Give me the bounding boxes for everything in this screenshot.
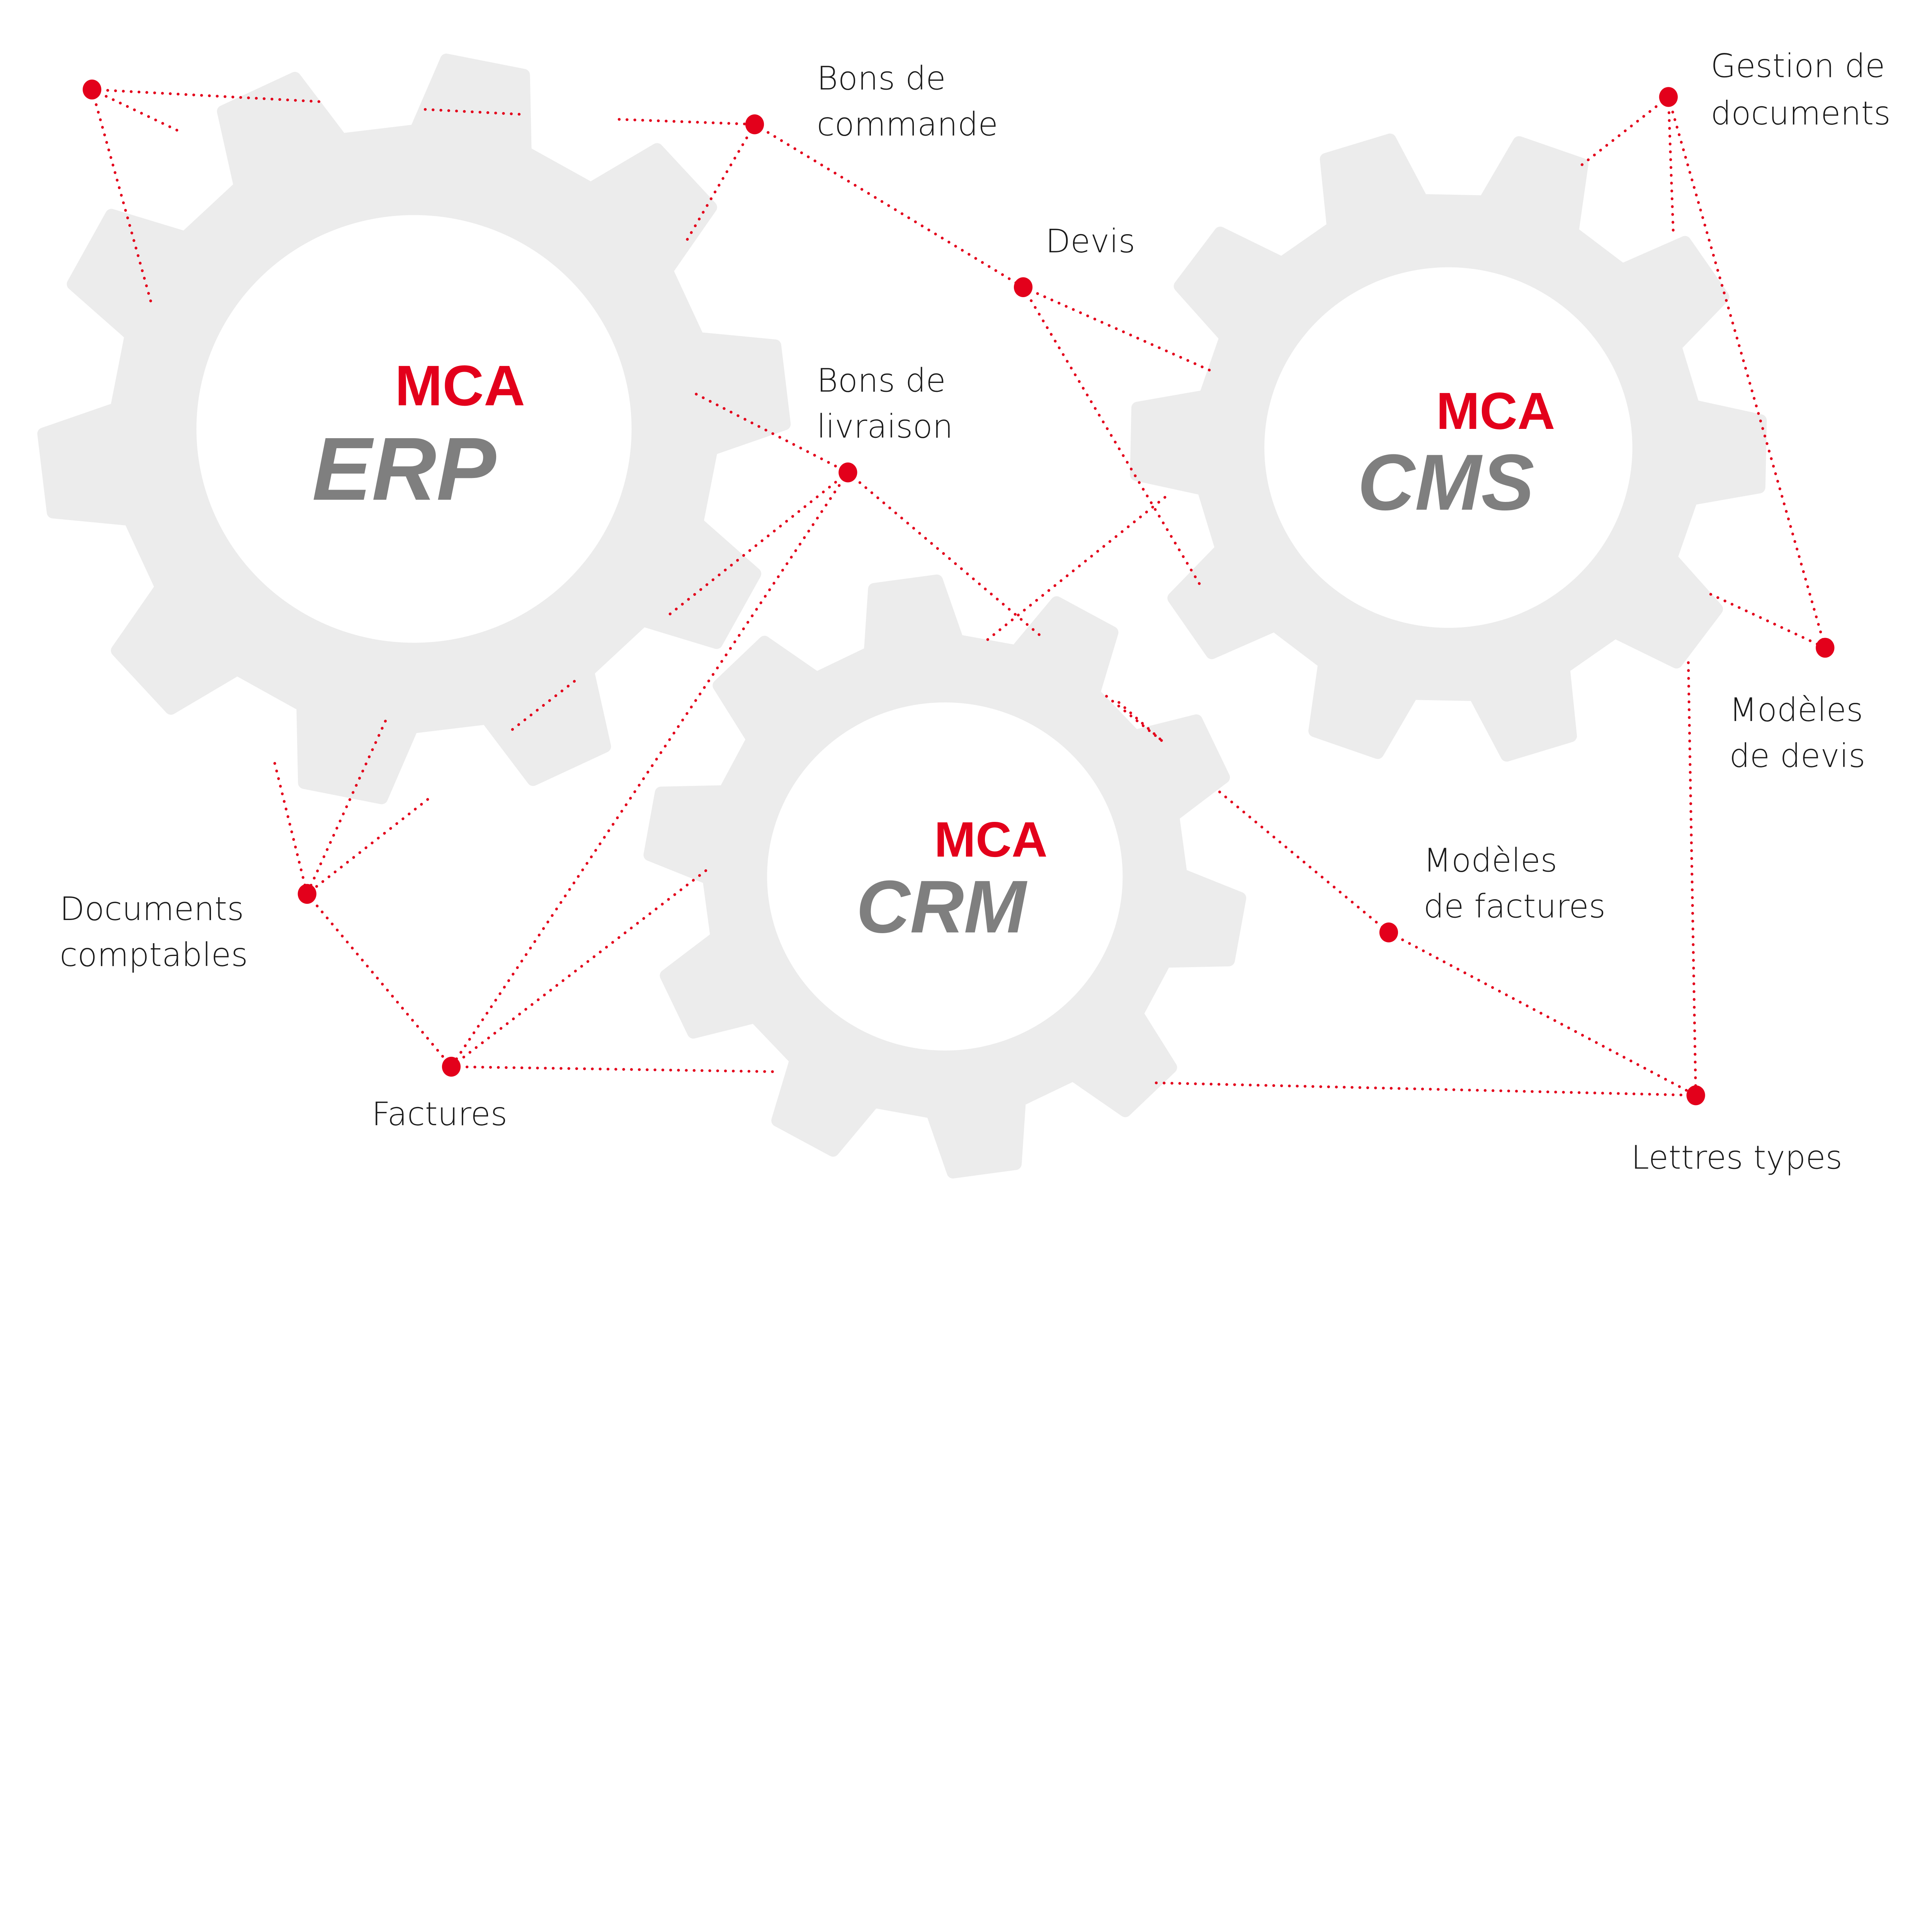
dotted-connector bbox=[663, 471, 849, 619]
label-documents-comptables: Documents comptables bbox=[60, 890, 248, 974]
erp-logo: MCA ERP bbox=[312, 354, 525, 519]
dotted-connector bbox=[1667, 95, 1827, 649]
label-gestion-documents: Gestion de documents bbox=[1711, 47, 1891, 132]
label-line: livraison bbox=[817, 408, 953, 446]
label-line: Bons de bbox=[817, 362, 946, 400]
dotted-connector bbox=[1687, 661, 1697, 1097]
dotted-connector bbox=[306, 719, 387, 895]
label-line: Bons de bbox=[817, 60, 946, 97]
crm-logo: MCA CRM bbox=[856, 812, 1048, 948]
node-top-left bbox=[82, 79, 102, 100]
dotted-connector bbox=[306, 892, 453, 1068]
label-line: documents bbox=[1711, 94, 1891, 132]
dotted-connector bbox=[306, 798, 429, 895]
connection-nodes bbox=[82, 79, 1835, 1105]
cms-brand-text: MCA bbox=[1436, 382, 1555, 440]
cms-product-text: CMS bbox=[1357, 438, 1534, 527]
crm-product-text: CRM bbox=[856, 865, 1028, 948]
label-line: Gestion de bbox=[1711, 47, 1885, 85]
label-bons-commande: Bons de commande bbox=[817, 60, 998, 143]
label-lettres-types: Lettres types bbox=[1631, 1138, 1842, 1176]
cms-logo: MCA CMS bbox=[1357, 382, 1555, 527]
diagram-svg: MCA ERP MCA CMS MCA CRM Bons de commande… bbox=[37, 47, 1891, 1179]
label-line: Modèles bbox=[1423, 841, 1557, 879]
label-line: Factures bbox=[372, 1095, 507, 1133]
label-line: Lettres types bbox=[1631, 1138, 1842, 1176]
dotted-connector bbox=[1667, 95, 1675, 238]
erp-product-text: ERP bbox=[312, 419, 497, 519]
node-bons-commande bbox=[745, 114, 764, 134]
label-line: comptables bbox=[60, 936, 248, 974]
node-factures bbox=[442, 1056, 461, 1077]
dotted-connector bbox=[450, 471, 849, 1068]
label-modeles-factures: Modèles de factures bbox=[1423, 841, 1605, 925]
dotted-connector bbox=[1218, 791, 1390, 934]
connection-lines bbox=[90, 88, 1827, 1097]
label-line: Modèles bbox=[1730, 691, 1863, 729]
dotted-connector bbox=[90, 88, 182, 133]
dotted-connector bbox=[981, 496, 1167, 646]
diagram-canvas: MCA ERP MCA CMS MCA CRM Bons de commande… bbox=[37, 47, 1891, 1179]
cms-hub bbox=[1264, 267, 1633, 628]
node-documents-comptables bbox=[298, 884, 316, 904]
dotted-connector bbox=[273, 762, 309, 895]
label-line: de factures bbox=[1423, 888, 1605, 925]
dotted-connector bbox=[695, 393, 849, 474]
dotted-connector bbox=[1575, 95, 1670, 171]
label-factures: Factures bbox=[372, 1095, 507, 1133]
dotted-connector bbox=[450, 1065, 775, 1073]
node-devis bbox=[1014, 277, 1033, 297]
label-line: Documents bbox=[60, 890, 244, 928]
crm-hub bbox=[767, 702, 1123, 1051]
label-modeles-devis: Modèles de devis bbox=[1730, 691, 1866, 775]
crm-brand-text: MCA bbox=[934, 812, 1048, 867]
dotted-connector bbox=[1387, 931, 1697, 1097]
node-lettres-types bbox=[1686, 1085, 1705, 1105]
node-modeles-factures bbox=[1379, 922, 1398, 942]
dotted-connector bbox=[450, 865, 713, 1068]
erp-hub bbox=[196, 215, 632, 643]
dotted-connector bbox=[685, 123, 756, 243]
dotted-connector bbox=[617, 118, 756, 126]
label-line: de devis bbox=[1730, 737, 1866, 775]
node-modeles-devis bbox=[1816, 638, 1835, 658]
label-line: commande bbox=[817, 105, 998, 143]
label-devis: Devis bbox=[1046, 222, 1135, 260]
dotted-connector bbox=[753, 123, 1025, 289]
dotted-connector bbox=[506, 680, 576, 735]
dotted-connector bbox=[90, 88, 327, 104]
dotted-connector bbox=[1155, 1081, 1697, 1097]
node-bons-livraison bbox=[838, 462, 857, 483]
dotted-connector bbox=[423, 108, 524, 116]
dotted-connector bbox=[1709, 593, 1827, 649]
dotted-connector bbox=[1022, 286, 1201, 586]
label-bons-livraison: Bons de livraison bbox=[817, 362, 953, 446]
erp-brand-text: MCA bbox=[395, 354, 525, 418]
label-line: Devis bbox=[1046, 222, 1135, 260]
node-gestion-documents bbox=[1659, 87, 1678, 107]
